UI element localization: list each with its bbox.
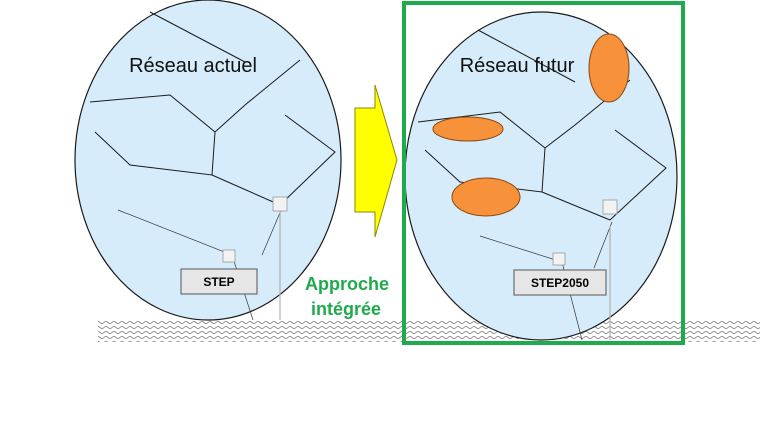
future-highlight-frame bbox=[402, 1, 685, 345]
right-network: Réseau futur STEP2050 bbox=[404, 11, 678, 341]
right-plant-box bbox=[513, 269, 607, 296]
caption-line-2: intégrée bbox=[311, 299, 381, 319]
right-plant-label: STEP2050 bbox=[513, 269, 607, 296]
ground-band bbox=[98, 320, 760, 342]
transition-arrow bbox=[354, 84, 398, 238]
left-plant-box bbox=[180, 268, 258, 295]
right-plant-text: STEP2050 bbox=[531, 276, 589, 290]
left-plant-label: STEP bbox=[180, 268, 258, 295]
right-node-marker-2 bbox=[552, 252, 566, 266]
left-node-marker-2 bbox=[222, 249, 236, 263]
left-plant-text: STEP bbox=[203, 275, 234, 289]
left-node-marker-1 bbox=[272, 196, 288, 212]
left-network-pipes bbox=[89, 11, 336, 321]
left-network-title: Réseau actuel bbox=[129, 55, 257, 77]
future-zone-left bbox=[432, 116, 504, 142]
left-network-circle bbox=[74, 0, 342, 321]
left-network: Réseau actuel STEP bbox=[74, 0, 342, 321]
caption-line-1: Approche bbox=[305, 274, 389, 294]
future-zone-top-right bbox=[588, 33, 630, 103]
right-network-title: Réseau futur bbox=[460, 55, 575, 77]
right-node-marker-1 bbox=[602, 199, 618, 215]
transition-arrow-shape bbox=[354, 84, 398, 238]
future-zone-center bbox=[451, 177, 521, 217]
